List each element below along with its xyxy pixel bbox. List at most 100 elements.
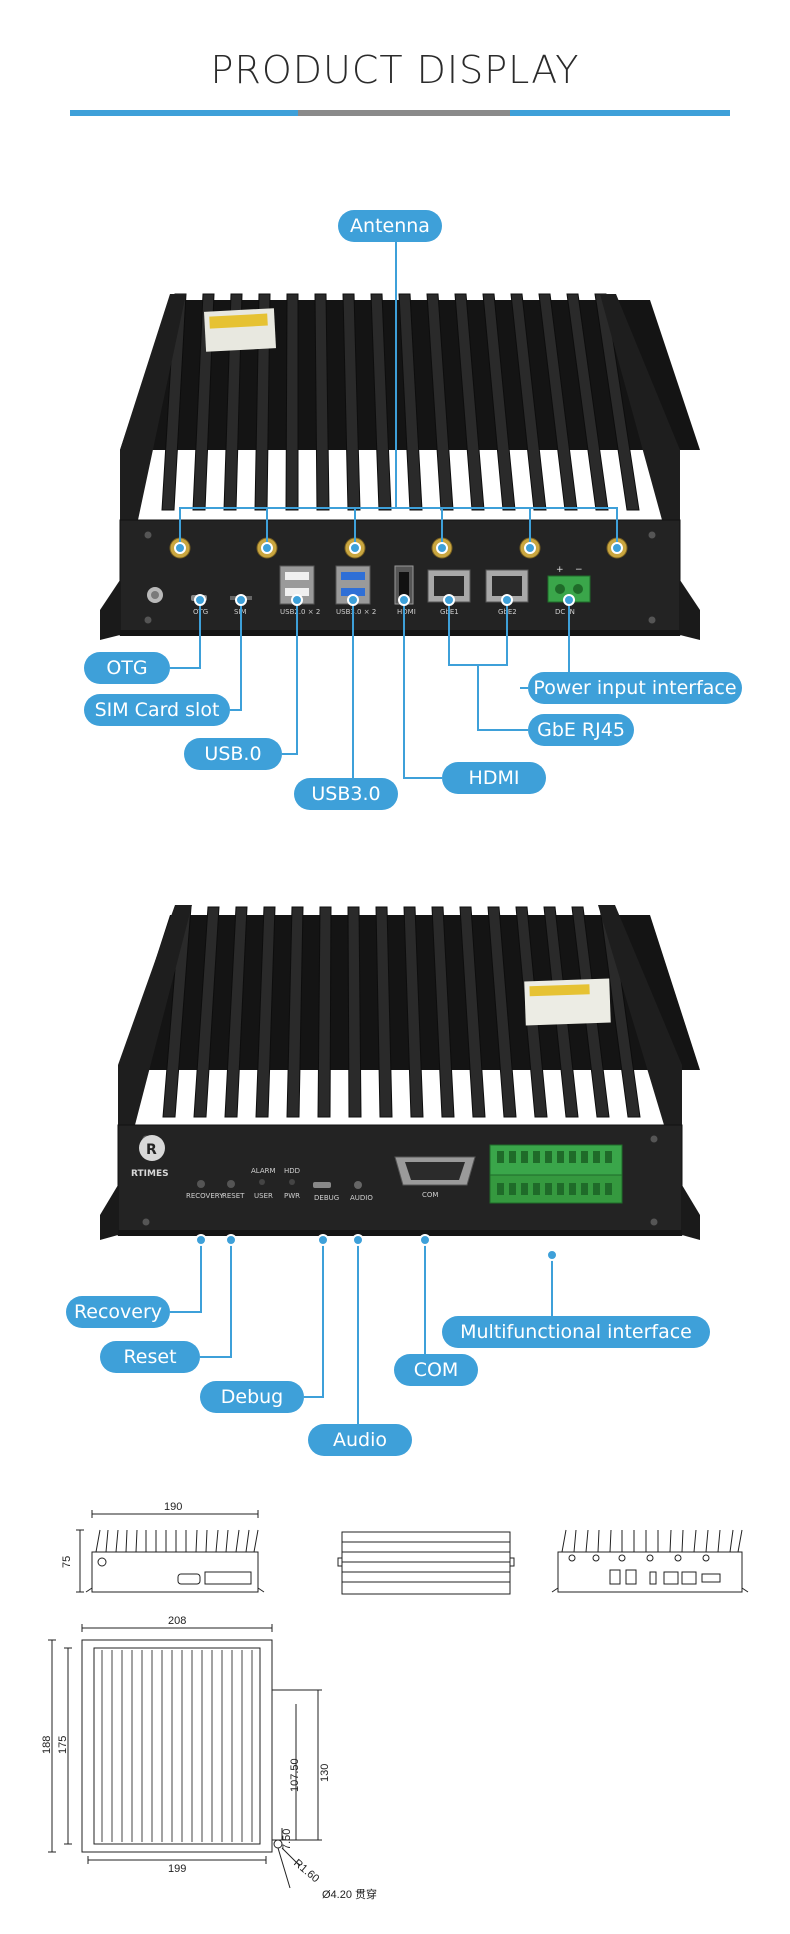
brand-logo-text: RTIMES bbox=[131, 1169, 169, 1179]
dot-antenna-3 bbox=[349, 542, 361, 554]
dim-mount-small: 7.50 bbox=[281, 1829, 293, 1850]
leader-sim-h bbox=[230, 709, 242, 711]
leader-gbe-v bbox=[477, 664, 479, 731]
svg-text:−: − bbox=[575, 565, 583, 575]
dot-otg bbox=[194, 594, 206, 606]
dot-recovery bbox=[195, 1234, 207, 1246]
dot-antenna-2 bbox=[261, 542, 273, 554]
leader-usb2-h bbox=[282, 753, 298, 755]
silk-usb3: USB3.0 × 2 bbox=[336, 608, 376, 616]
dot-sim bbox=[235, 594, 247, 606]
title-rule-middle bbox=[298, 110, 510, 116]
leader-hdmi-h bbox=[404, 777, 442, 779]
leader-otg-h bbox=[170, 667, 200, 669]
dim-top-width: 208 bbox=[168, 1615, 186, 1627]
dot-debug bbox=[317, 1234, 329, 1246]
leader-gbe-bar bbox=[449, 664, 507, 666]
svg-text:+: + bbox=[556, 565, 564, 575]
label-otg: OTG bbox=[84, 652, 170, 684]
dim-mount-span: 130 bbox=[319, 1764, 331, 1782]
leader-recovery-v bbox=[200, 1240, 202, 1313]
leader-gbe1 bbox=[448, 600, 450, 666]
leader-antenna-2 bbox=[266, 507, 268, 548]
leader-antenna-bar bbox=[180, 507, 617, 509]
leader-gbe-h bbox=[478, 729, 528, 731]
svg-text:R: R bbox=[146, 1142, 157, 1158]
label-usb2: USB.0 bbox=[184, 738, 282, 770]
leader-recovery-h bbox=[170, 1311, 202, 1313]
leader-com-v bbox=[424, 1240, 426, 1354]
label-recovery: Recovery bbox=[66, 1296, 170, 1328]
dot-reset bbox=[225, 1234, 237, 1246]
title-rule-left bbox=[70, 110, 298, 116]
silk-alarm: ALARM bbox=[251, 1167, 276, 1175]
silk-com: COM bbox=[422, 1191, 438, 1199]
leader-hdmi-v bbox=[403, 600, 405, 779]
dim-bottom-width: 199 bbox=[168, 1863, 186, 1875]
silk-hdmi: HDMI bbox=[397, 608, 416, 616]
dot-power bbox=[563, 594, 575, 606]
silk-debug: DEBUG bbox=[314, 1194, 339, 1202]
dim-hole: Ø4.20 贯穿 bbox=[322, 1887, 377, 1901]
title-rule-right bbox=[510, 110, 730, 116]
dot-usb2 bbox=[291, 594, 303, 606]
leader-power-link bbox=[568, 646, 570, 672]
leader-gbe2 bbox=[506, 600, 508, 666]
leader-reset-v bbox=[230, 1240, 232, 1358]
dot-gbe2 bbox=[501, 594, 513, 606]
leader-debug-v bbox=[322, 1240, 324, 1398]
label-sim: SIM Card slot bbox=[84, 694, 230, 726]
silk-dcin: DC IN bbox=[555, 608, 575, 616]
dot-usb3 bbox=[347, 594, 359, 606]
rear-device-image: R RTIMES ALARM HDD USER PWR RECOVERY RES… bbox=[100, 905, 700, 1240]
silk-audio: AUDIO bbox=[350, 1194, 373, 1202]
leader-otg-v bbox=[199, 600, 201, 669]
leader-reset-h bbox=[200, 1356, 232, 1358]
leader-sim-v bbox=[240, 600, 242, 711]
dim-front-height: 75 bbox=[61, 1556, 73, 1568]
silk-usb2: USB2.0 × 2 bbox=[280, 608, 320, 616]
silk-pwr: PWR bbox=[284, 1192, 300, 1200]
label-usb3: USB3.0 bbox=[294, 778, 398, 810]
technical-drawings: 190 75 208 188 175 199 130 107.50 7.50 R… bbox=[41, 1501, 749, 1901]
label-reset: Reset bbox=[100, 1341, 200, 1373]
leader-audio-v bbox=[357, 1240, 359, 1424]
dot-antenna-5 bbox=[524, 542, 536, 554]
leader-usb3-v bbox=[352, 600, 354, 778]
leader-power-v bbox=[568, 600, 570, 648]
label-audio: Audio bbox=[308, 1424, 412, 1456]
silk-recovery: RECOVERY bbox=[186, 1192, 224, 1200]
dim-mount-offset: 107.50 bbox=[289, 1758, 301, 1792]
leader-antenna-1 bbox=[179, 507, 181, 548]
label-com: COM bbox=[394, 1354, 478, 1386]
label-power: Power input interface bbox=[528, 672, 742, 704]
leader-usb2-v bbox=[296, 600, 298, 755]
page-title: PRODUCT DISPLAY bbox=[210, 48, 580, 92]
dot-audio bbox=[352, 1234, 364, 1246]
leader-debug-h bbox=[304, 1396, 324, 1398]
leader-antenna-5 bbox=[529, 507, 531, 548]
leader-multi-v bbox=[551, 1255, 553, 1316]
label-antenna: Antenna bbox=[338, 210, 442, 242]
dot-gbe1 bbox=[443, 594, 455, 606]
dim-radius: R1.60 bbox=[291, 1857, 321, 1885]
leader-antenna-4 bbox=[441, 507, 443, 548]
silk-hdd: HDD bbox=[284, 1167, 300, 1175]
label-gbe: GbE RJ45 bbox=[528, 714, 634, 746]
silk-reset: RESET bbox=[222, 1192, 245, 1200]
leader-antenna-3 bbox=[354, 507, 356, 548]
dot-multi bbox=[546, 1249, 558, 1261]
dim-top-depth-outer: 188 bbox=[41, 1736, 53, 1754]
leader-antenna-vertical bbox=[395, 242, 397, 507]
silk-user: USER bbox=[254, 1192, 273, 1200]
label-debug: Debug bbox=[200, 1381, 304, 1413]
dot-hdmi bbox=[398, 594, 410, 606]
dim-top-depth-inner: 175 bbox=[57, 1736, 69, 1754]
leader-power-h bbox=[520, 687, 528, 689]
label-multi: Multifunctional interface bbox=[442, 1316, 710, 1348]
dim-front-width: 190 bbox=[164, 1501, 182, 1513]
leader-antenna-6 bbox=[616, 507, 618, 548]
dot-antenna-4 bbox=[436, 542, 448, 554]
dot-antenna-1 bbox=[174, 542, 186, 554]
label-hdmi: HDMI bbox=[442, 762, 546, 794]
